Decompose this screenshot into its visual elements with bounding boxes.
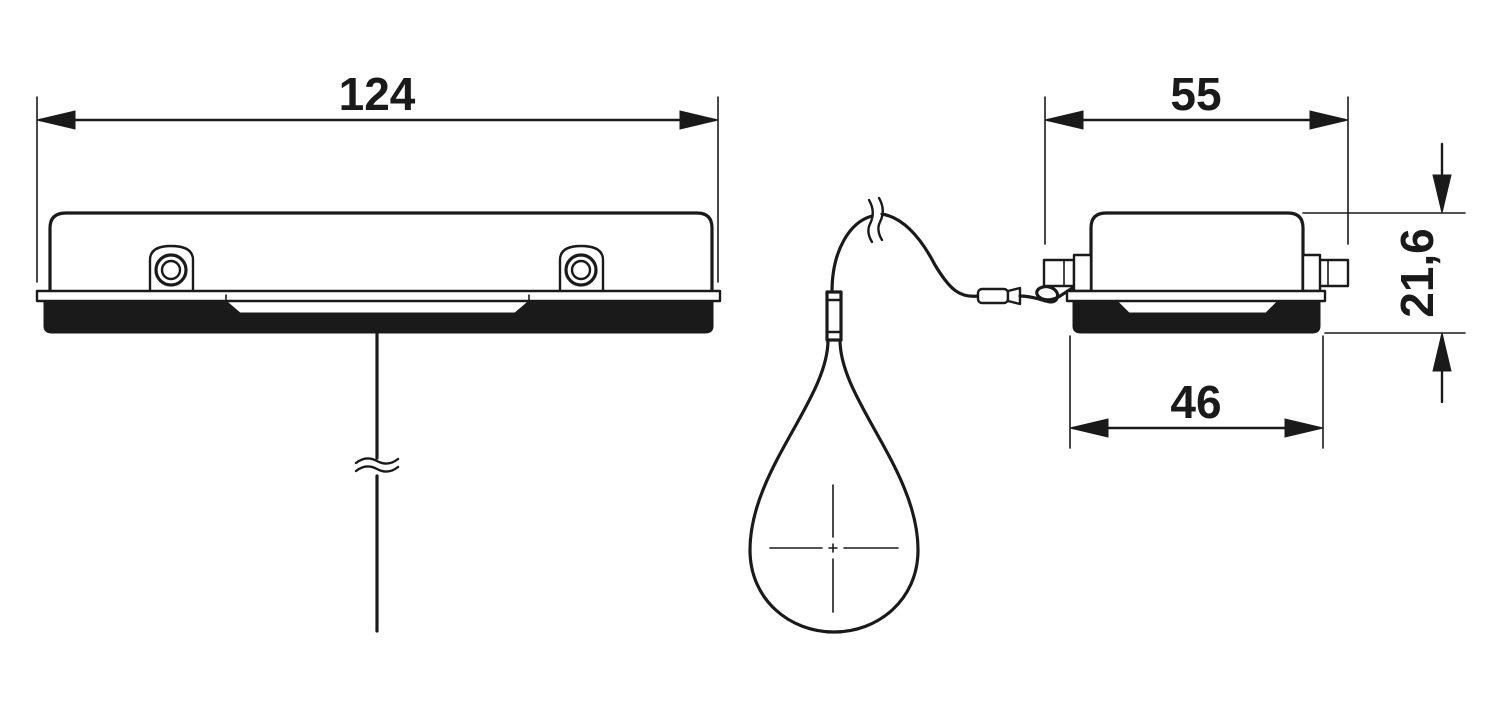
front-view: 124 xyxy=(35,68,722,633)
housing-front xyxy=(35,211,722,334)
dimension-overall-length: 124 xyxy=(36,68,719,283)
housing-side xyxy=(1042,211,1350,334)
center-mark xyxy=(769,484,899,613)
mounting-lug-right xyxy=(558,244,605,293)
cable-ferrule xyxy=(825,290,843,342)
dimension-label-55: 55 xyxy=(1170,68,1221,120)
dimension-base-width: 46 xyxy=(1069,335,1324,449)
dimension-label-46: 46 xyxy=(1170,376,1221,428)
cable-front xyxy=(354,332,400,633)
side-view: 55 46 xyxy=(1042,68,1466,449)
dimension-height: 21,6 xyxy=(1302,142,1466,404)
cable-crimp xyxy=(976,284,1082,306)
dimension-label-124: 124 xyxy=(339,68,416,120)
mounting-lug-left xyxy=(148,244,195,293)
dimension-side-width: 55 xyxy=(1044,68,1349,245)
cable-loop xyxy=(748,196,1082,634)
dimension-label-21-6: 21,6 xyxy=(1391,228,1443,318)
